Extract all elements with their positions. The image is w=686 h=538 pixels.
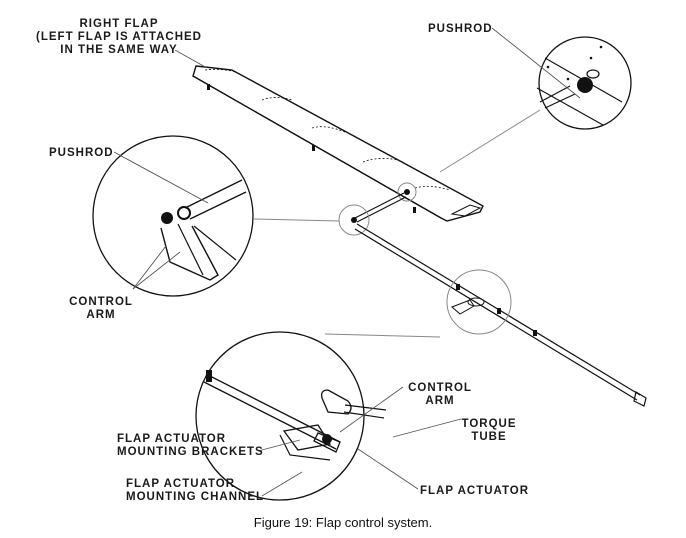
torque-tube-drawing [354,223,647,407]
label-right-flap-line1: RIGHT FLAP [80,18,159,30]
label-mounting-channel-line2: MOUNTING CHANNEL [126,491,264,503]
label-torque-tube: TORQUE TUBE [462,418,517,443]
label-control-arm-left: CONTROL ARM [69,296,133,321]
pushrod-drawing [338,192,407,236]
label-control-arm-bottom: CONTROL ARM [408,382,472,407]
label-mounting-channel-line1: FLAP ACTUATOR [126,478,235,490]
label-mounting-brackets-line1: FLAP ACTUATOR [117,433,226,445]
detail-circle-pushrod-attach [439,36,632,173]
label-right-flap: RIGHT FLAP (LEFT FLAP IS ATTACHED IN THE… [36,18,202,56]
right-flap-drawing [192,65,484,222]
label-mounting-brackets-line2: MOUNTING BRACKETS [117,446,264,458]
label-control-arm-bottom-line2: ARM [425,395,454,407]
label-right-flap-line3: IN THE SAME WAY [60,44,177,56]
figure-caption: Figure 19: Flap control system. [254,515,432,530]
label-control-arm-left-line2: ARM [86,309,115,321]
label-control-arm-left-line1: CONTROL [69,296,133,308]
label-right-flap-line2: (LEFT FLAP IS ATTACHED [36,31,202,43]
detail-circle-control-arm [92,135,340,297]
label-torque-tube-line2: TUBE [471,431,506,443]
detail-circle-actuator [195,331,441,501]
label-pushrod-top: PUSHROD [428,23,493,35]
leader-lines [113,27,581,497]
label-torque-tube-line1: TORQUE [462,418,517,430]
label-pushrod-left: PUSHROD [49,147,114,159]
label-flap-actuator: FLAP ACTUATOR [420,485,529,497]
label-mounting-channel: FLAP ACTUATOR MOUNTING CHANNEL [126,478,264,503]
label-control-arm-bottom-line1: CONTROL [408,382,472,394]
label-mounting-brackets: FLAP ACTUATOR MOUNTING BRACKETS [117,433,264,458]
